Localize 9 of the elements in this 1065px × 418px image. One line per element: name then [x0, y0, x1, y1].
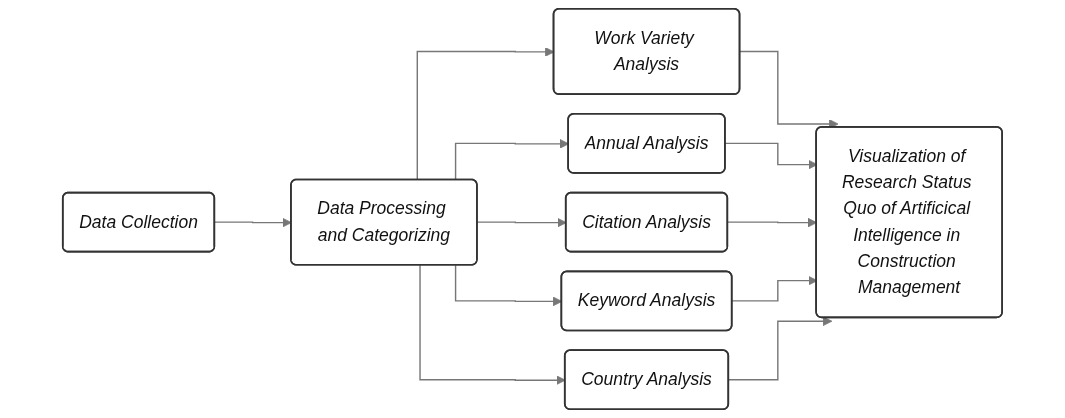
process-box: Work Variety Analysis	[552, 7, 741, 95]
process-box: Data Collection	[62, 191, 216, 253]
arrow	[728, 316, 833, 381]
process-box: Country Analysis	[563, 349, 730, 411]
process-box: Citation Analysis	[564, 191, 729, 253]
process-box: Data Processing and Categorizing	[290, 178, 478, 266]
process-box: Annual Analysis	[567, 113, 726, 174]
process-box: Keyword Analysis	[560, 270, 733, 332]
process-box: Visualization of Research Status Quo of Artificical Intelligence in Construction Management	[815, 126, 1003, 319]
